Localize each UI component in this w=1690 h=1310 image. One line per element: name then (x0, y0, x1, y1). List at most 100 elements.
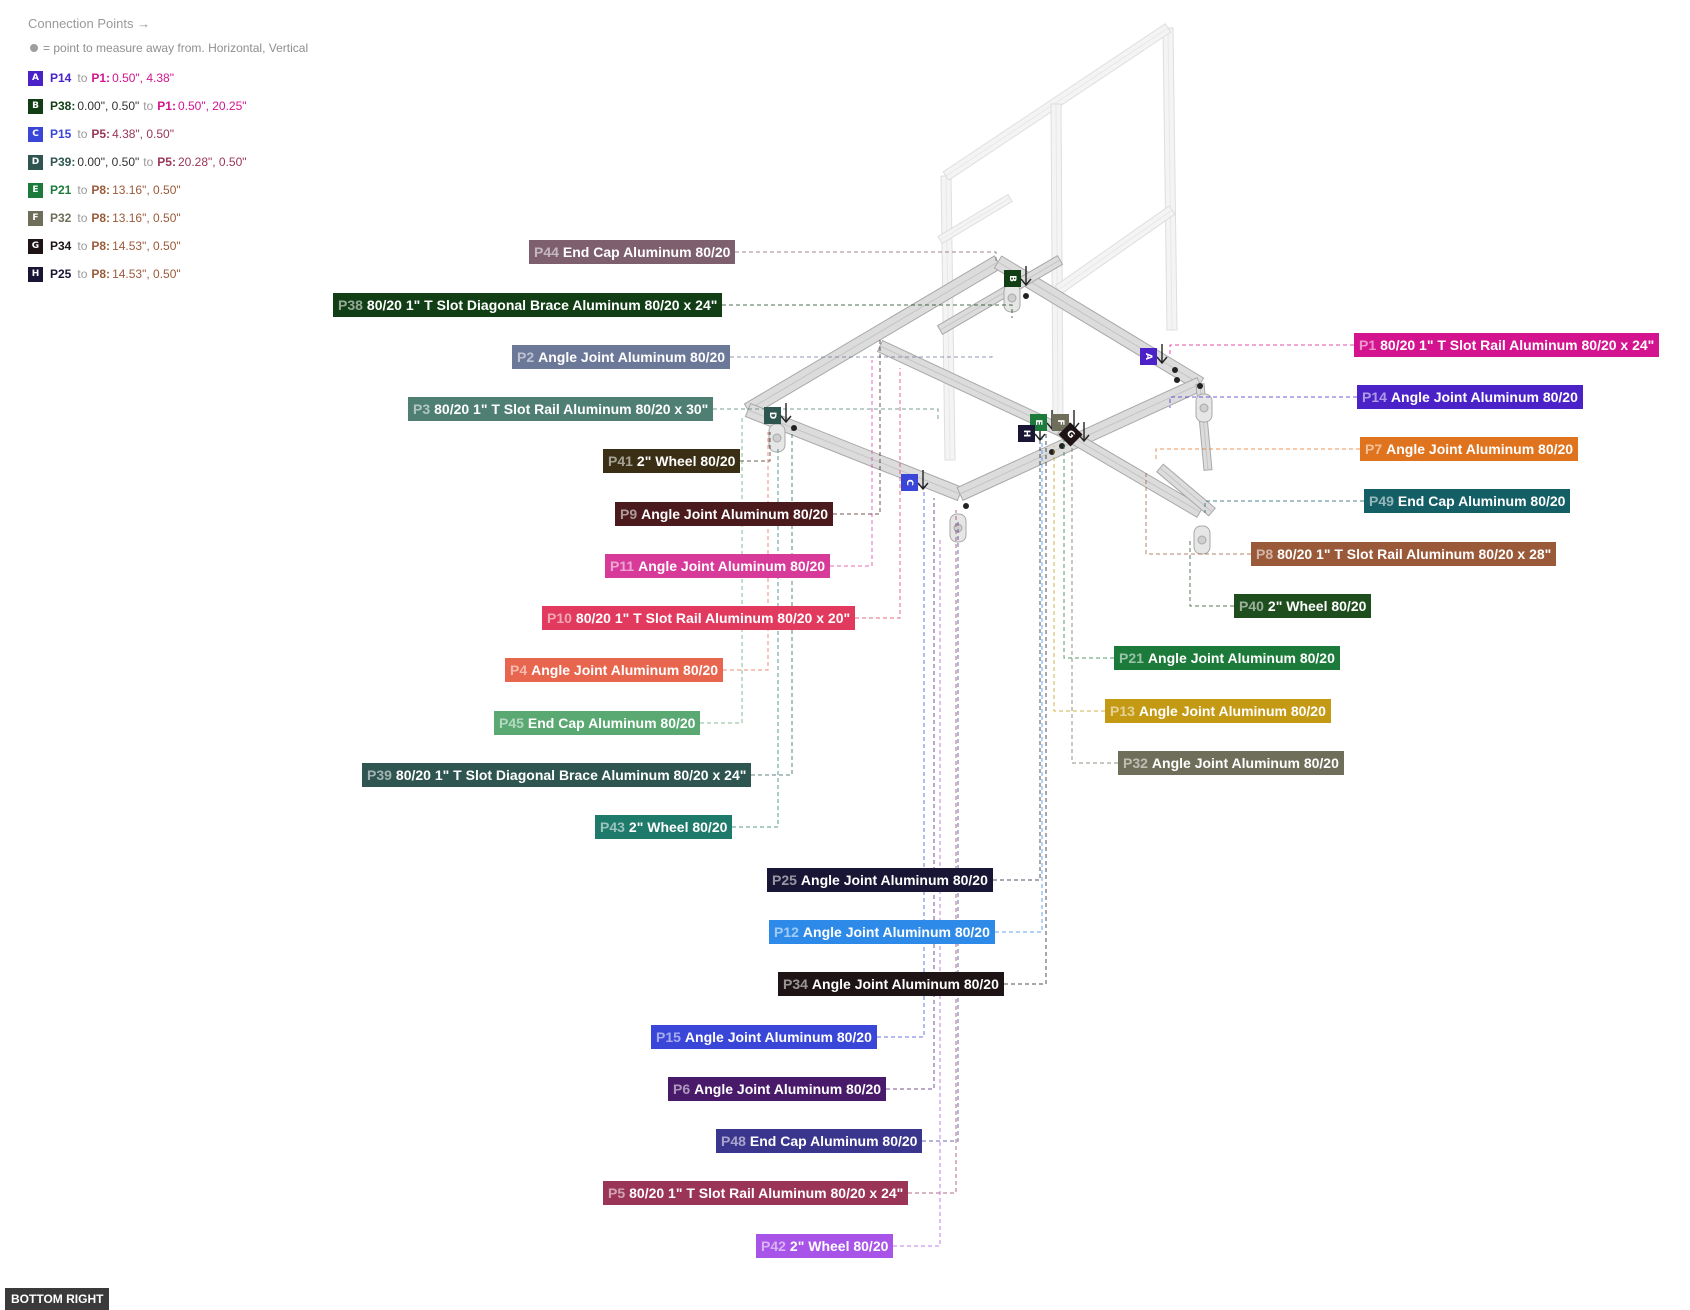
rail-p5-front-slot (747, 409, 961, 495)
part-id: P4 (510, 662, 528, 678)
leader-line-p3 (713, 408, 939, 420)
view-label[interactable]: BOTTOM RIGHT (5, 1288, 110, 1310)
legend-from-part: P25 (50, 267, 72, 281)
measure-point-4 (1174, 377, 1180, 383)
leader-line-p40 (1189, 540, 1234, 607)
rail-side-lower-slot (1159, 467, 1213, 513)
legend-to-part: P8: (91, 211, 111, 225)
legend-to-part: P5: (91, 127, 111, 141)
part-name: 2" Wheel 80/20 (789, 1238, 889, 1254)
connection-arrow-g (1078, 422, 1090, 443)
leader-line-p39 (751, 430, 793, 776)
measure-point-2 (791, 425, 797, 431)
part-id: P41 (608, 453, 633, 469)
connection-arrow-b (1020, 266, 1032, 287)
legend-from-part: P15 (50, 127, 72, 141)
leader-line-p8 (1145, 470, 1251, 555)
leader-line-p5 (908, 510, 957, 1194)
part-name: Angle Joint Aluminum 80/20 (1151, 755, 1339, 771)
connection-arrow-d (780, 403, 792, 424)
part-name: Angle Joint Aluminum 80/20 (1386, 441, 1574, 457)
legend-from-part: P38: (50, 99, 76, 113)
part-id: P45 (499, 715, 524, 731)
legend-to-coord: 20.28", 0.50" (177, 155, 247, 169)
part-name: 2" Wheel 80/20 (1267, 598, 1367, 614)
legend-to-coord: 14.53", 0.50" (112, 267, 181, 281)
connection-badge-d[interactable]: D (764, 407, 781, 424)
wheel-p41-hub (772, 433, 782, 443)
part-name: End Cap Aluminum 80/20 (749, 1133, 918, 1149)
legend-to-word: to (77, 71, 88, 85)
part-id: P21 (1119, 650, 1144, 666)
legend-from-part: P34 (50, 239, 72, 253)
legend-from-part: P14 (50, 71, 72, 85)
part-name: Angle Joint Aluminum 80/20 (538, 349, 726, 365)
part-id: P3 (413, 401, 431, 417)
connection-badge-a[interactable]: A (1140, 348, 1157, 365)
connection-badge-b[interactable]: B (1004, 270, 1021, 287)
legend-to-coord: 4.38", 0.50" (112, 127, 174, 141)
legend-to-word: to (143, 99, 154, 113)
legend-to-coord: 13.16", 0.50" (112, 183, 181, 197)
part-name: 80/20 1" T Slot Rail Aluminum 80/20 x 30… (434, 401, 709, 417)
part-name: Angle Joint Aluminum 80/20 (800, 872, 988, 888)
connection-badge-h[interactable]: H (1018, 425, 1035, 442)
connection-points-subtitle: = point to measure away from. Horizontal… (30, 41, 308, 55)
part-id: P5 (608, 1185, 626, 1201)
legend-to-coord: 13.16", 0.50" (112, 211, 181, 225)
legend-to-part: P8: (91, 183, 111, 197)
part-name: 80/20 1" T Slot Diagonal Brace Aluminum … (366, 297, 718, 313)
part-id: P13 (1110, 703, 1135, 719)
part-id: P1 (1359, 337, 1377, 353)
part-id: P2 (517, 349, 535, 365)
leader-line-p6 (886, 498, 935, 1090)
leader-line-p15 (877, 486, 925, 1038)
part-name: Angle Joint Aluminum 80/20 (638, 558, 826, 574)
part-id: P38 (338, 297, 363, 313)
part-id: P8 (1256, 546, 1274, 562)
legend-from-part: P21 (50, 183, 72, 197)
connection-badge-c[interactable]: C (901, 474, 918, 491)
part-id: P44 (534, 244, 559, 260)
leader-line-p12 (995, 436, 1043, 933)
measure-point-icon (30, 44, 38, 52)
